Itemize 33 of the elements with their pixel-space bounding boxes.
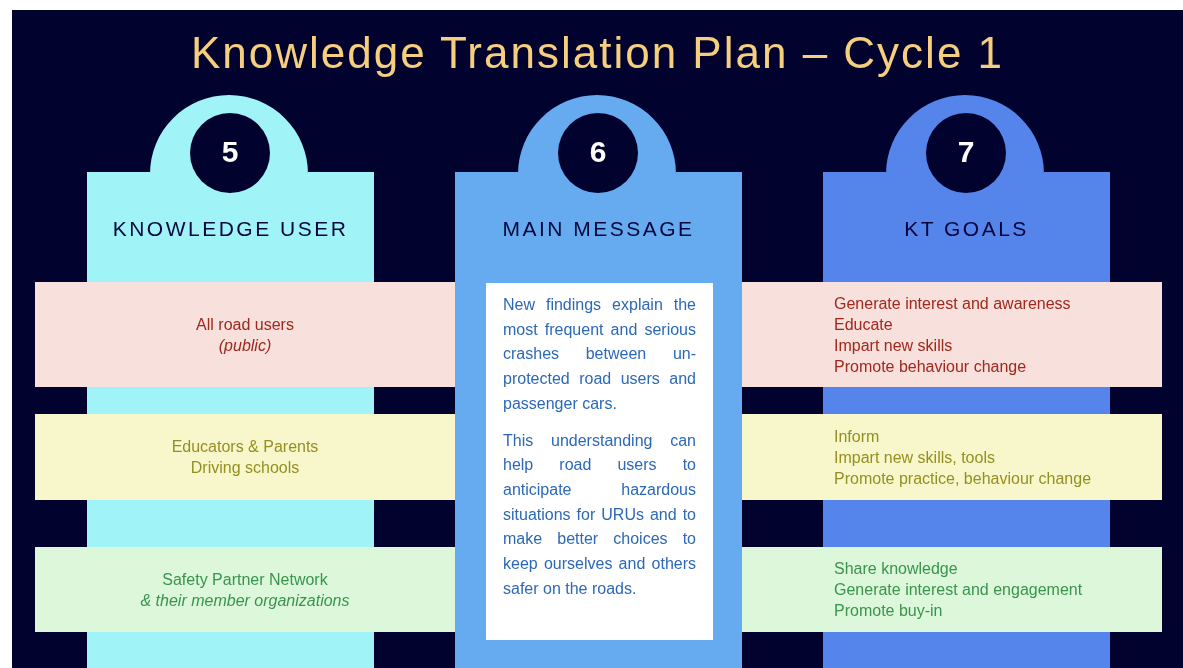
audience-band — [742, 414, 1162, 500]
step-number: 7 — [956, 135, 976, 169]
step-number: 5 — [220, 135, 240, 169]
goal-text: Educate — [834, 314, 893, 335]
title: Knowledge Translation Plan – Cycle 1 — [189, 28, 1006, 79]
column-heading: MAIN MESSAGE — [501, 217, 696, 241]
audience-band — [35, 547, 455, 632]
column-heading: KT GOALS — [903, 217, 1030, 241]
audience-band — [35, 282, 455, 387]
column-panel — [455, 95, 742, 668]
goal-text: Promote behaviour change — [834, 356, 1027, 377]
audience-text: Safety Partner Network — [162, 569, 328, 590]
audience-band — [742, 282, 1162, 387]
goal-text: Generate interest and engagement — [834, 580, 1083, 600]
goal-text: Share knowledge — [834, 559, 958, 579]
audience-band — [35, 414, 455, 500]
audience-text: All road users — [196, 314, 294, 335]
goal-text: Generate interest and awareness — [834, 293, 1071, 314]
audience-text: & their member organizations — [140, 590, 350, 611]
goal-text: Impart new skills — [834, 335, 953, 356]
message-paragraph: New findings explain the most frequent and serious crashes between un-protected road users and passenger cars. — [503, 295, 696, 414]
step-number: 6 — [588, 135, 608, 169]
message-paragraph: This understanding can help road users to anticipate hazardous situations for URUs and to make better choices to keep ourselves and others safer on the roads. — [503, 430, 696, 599]
audience-text: Driving schools — [190, 458, 300, 478]
message-card — [486, 283, 713, 640]
audience-band — [742, 547, 1162, 632]
audience-text: (public) — [218, 335, 272, 356]
audience-text: Educators & Parents — [171, 437, 319, 457]
goal-text: Inform — [834, 426, 880, 447]
goal-text: Impart new skills, tools — [834, 447, 995, 468]
goal-text: Promote practice, behaviour change — [834, 468, 1092, 489]
goal-text: Promote buy-in — [834, 601, 943, 621]
column-heading: KNOWLEDGE USER — [111, 217, 350, 241]
